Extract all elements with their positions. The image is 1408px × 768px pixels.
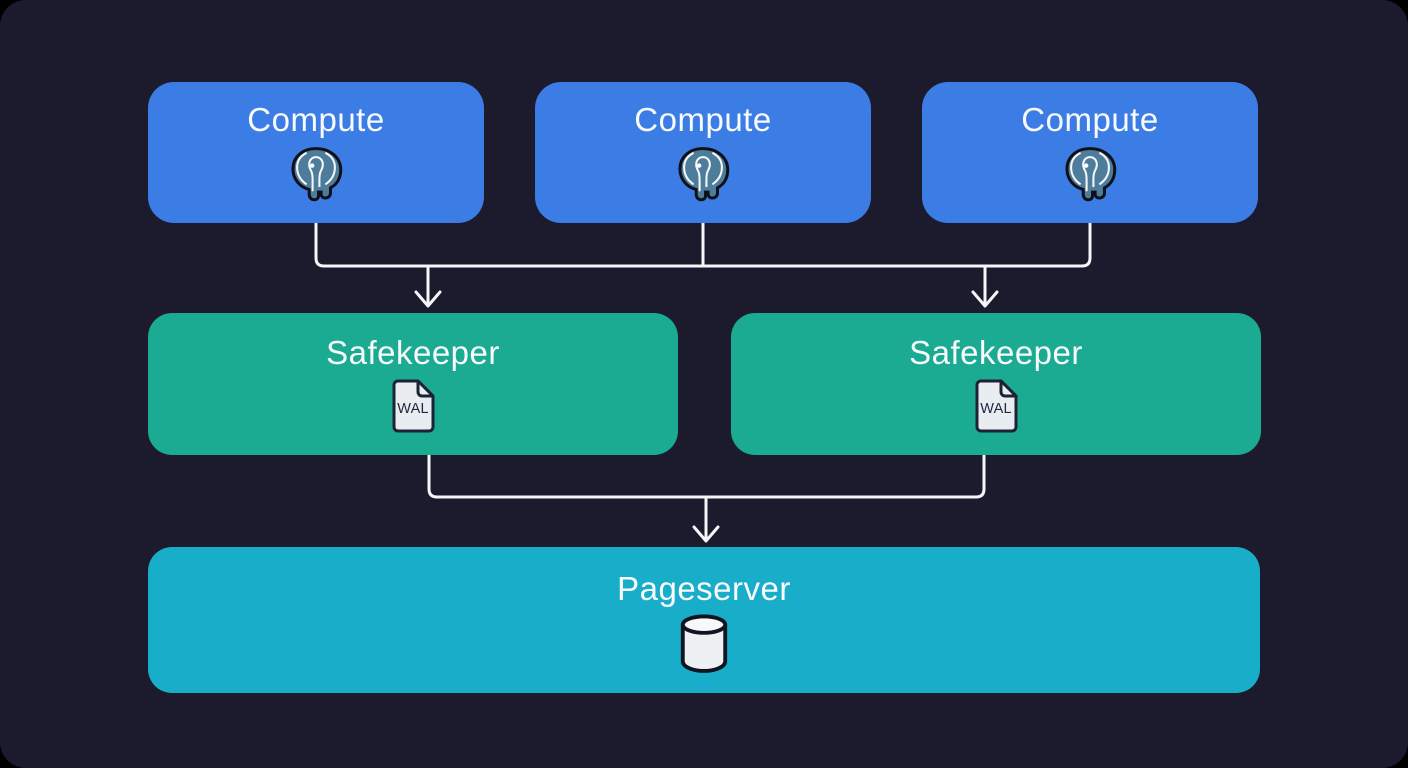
compute-to-safekeeper-connector (314, 221, 1092, 308)
safekeeper-to-pageserver-connector (427, 453, 986, 543)
pageserver-node: Pageserver (148, 547, 1260, 693)
wal-file-label: WAL (397, 401, 429, 417)
arrowhead-icon (971, 290, 999, 308)
postgresql-elephant-icon (674, 146, 732, 209)
safekeeper-node-1: Safekeeper WAL (148, 313, 678, 455)
wal-file-icon: WAL (972, 379, 1020, 438)
wal-file-icon: WAL (389, 379, 437, 438)
compute-label: Compute (634, 101, 772, 138)
safekeeper-node-2: Safekeeper WAL (731, 313, 1261, 455)
safekeeper-label: Safekeeper (909, 334, 1083, 371)
compute-node-3: Compute (922, 82, 1258, 223)
compute-node-1: Compute (148, 82, 484, 223)
safekeeper-label: Safekeeper (326, 334, 500, 371)
database-cylinder-icon (677, 613, 731, 678)
compute-node-2: Compute (535, 82, 871, 223)
postgresql-elephant-icon (287, 146, 345, 209)
wal-file-label: WAL (980, 401, 1012, 417)
compute-label: Compute (1021, 101, 1159, 138)
pageserver-label: Pageserver (617, 570, 791, 607)
arrowhead-icon (692, 525, 720, 543)
postgresql-elephant-icon (1061, 146, 1119, 209)
compute-label: Compute (247, 101, 385, 138)
arrowhead-icon (414, 290, 442, 308)
